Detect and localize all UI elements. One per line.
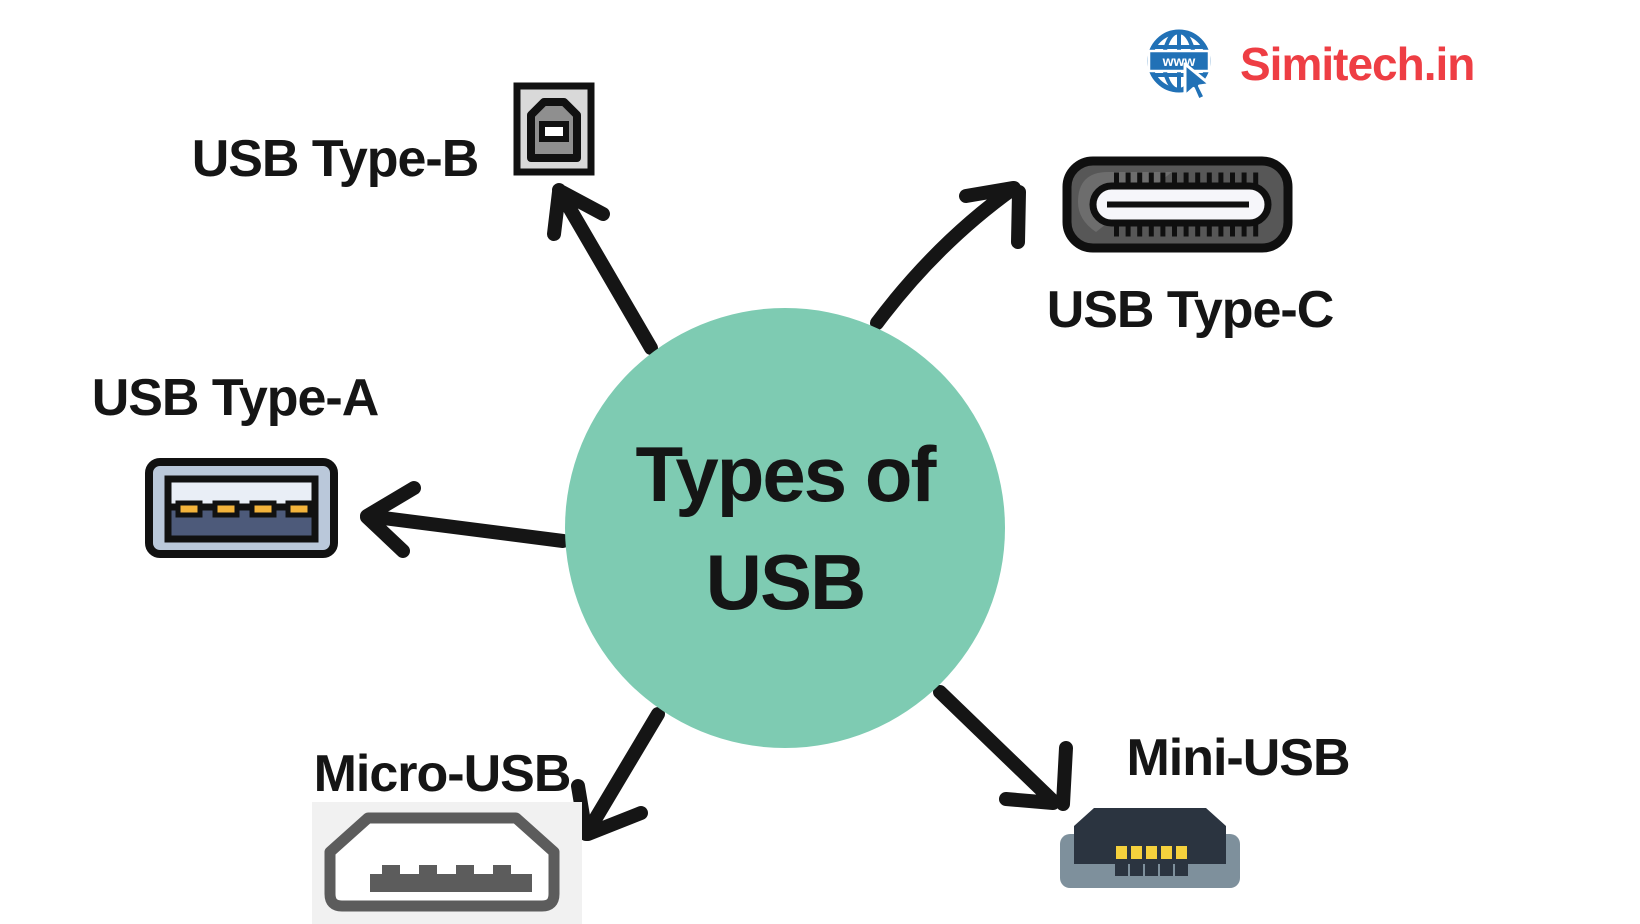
- arrow-to-usb-type-a: [360, 481, 570, 558]
- usb-type-c-connector-icon: [1062, 156, 1293, 253]
- usb-type-a-connector-icon: [145, 458, 338, 558]
- usb-type-b-connector-icon: [513, 82, 595, 176]
- cursor-icon: [1183, 62, 1212, 102]
- label-mini-usb: Mini-USB: [1126, 729, 1350, 787]
- label-micro-usb: Micro-USB: [313, 745, 572, 803]
- arrow-to-usb-type-b: [547, 183, 658, 355]
- center-title-line2: USB: [705, 538, 867, 626]
- label-usb-type-c: USB Type-C: [1046, 281, 1335, 339]
- label-usb-type-a: USB Type-A: [91, 369, 380, 427]
- arrow-to-mini-usb: [933, 685, 1073, 811]
- arrow-to-usb-type-c: [870, 181, 1026, 330]
- center-title-line1: Types of: [635, 430, 937, 518]
- arrow-to-micro-usb: [571, 707, 665, 841]
- www-globe-icon: www: [1147, 29, 1212, 102]
- mini-usb-connector-icon: [1060, 808, 1240, 888]
- label-usb-type-b: USB Type-B: [191, 130, 480, 188]
- brand-logo: www Simitech.in: [1143, 26, 1475, 104]
- micro-usb-connector-icon: [312, 802, 582, 924]
- center-node: Types of USB: [565, 308, 1005, 748]
- brand-name: Simitech.in: [1240, 38, 1475, 90]
